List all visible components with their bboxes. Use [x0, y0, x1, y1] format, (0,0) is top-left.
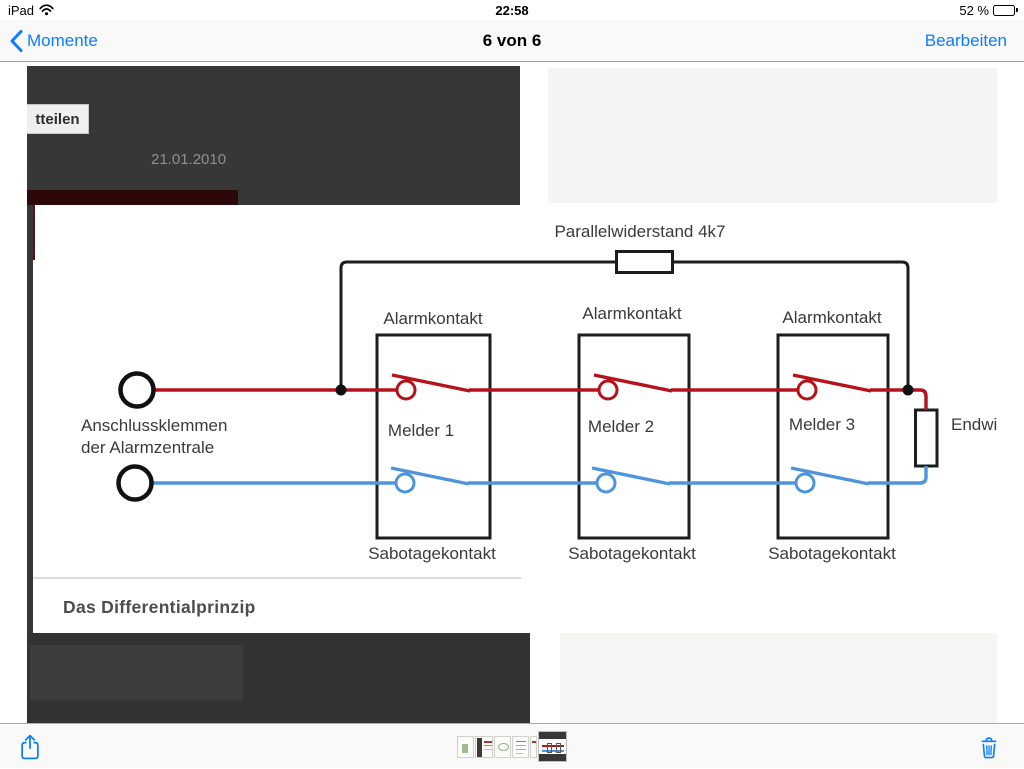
battery-percent: 52 % [959, 2, 989, 18]
diagram-panel-red-edge [33, 205, 35, 260]
battery-icon [993, 4, 1018, 16]
thumbnail-strip [0, 724, 1024, 769]
thumbnail-5[interactable] [530, 735, 537, 758]
page-title: 6 von 6 [482, 31, 542, 50]
partial-share-button-in-photo: tteilen [27, 104, 89, 134]
edit-button[interactable]: Bearbeiten [924, 31, 1007, 50]
thumbnail-3[interactable] [494, 735, 511, 758]
back-button[interactable]: Momente [10, 20, 98, 62]
page-dark-footer-inner [30, 645, 243, 700]
status-bar: iPad 22:58 52 % [0, 0, 1024, 20]
back-label: Momente [27, 31, 98, 50]
diagram-panel [33, 205, 1024, 633]
chevron-left-icon [10, 30, 23, 52]
page-gray-bottom-block [560, 633, 997, 723]
page-dark-edge [27, 66, 33, 723]
wifi-icon [39, 4, 54, 16]
page-maroon-bar [27, 190, 238, 205]
thumbnail-4[interactable] [512, 735, 529, 758]
photo-view[interactable]: tteilen 21.01.2010 [0, 62, 1024, 723]
navigation-bar: Momente 6 von 6 Bearbeiten [0, 20, 1024, 62]
page-gray-top-block [548, 68, 997, 203]
thumbnail-2[interactable] [475, 735, 493, 758]
share-icon [21, 734, 39, 760]
device-label: iPad [8, 2, 35, 18]
thumbnail-current[interactable] [538, 731, 567, 762]
thumbnail-1[interactable] [457, 735, 474, 758]
trash-icon [981, 737, 997, 759]
bottom-toolbar [0, 723, 1024, 768]
clock: 22:58 [495, 2, 529, 18]
delete-button[interactable] [976, 732, 1008, 764]
page-dark-header-block [27, 66, 520, 205]
photo-page-date: 21.01.2010 [151, 151, 227, 168]
share-button[interactable] [16, 731, 48, 763]
